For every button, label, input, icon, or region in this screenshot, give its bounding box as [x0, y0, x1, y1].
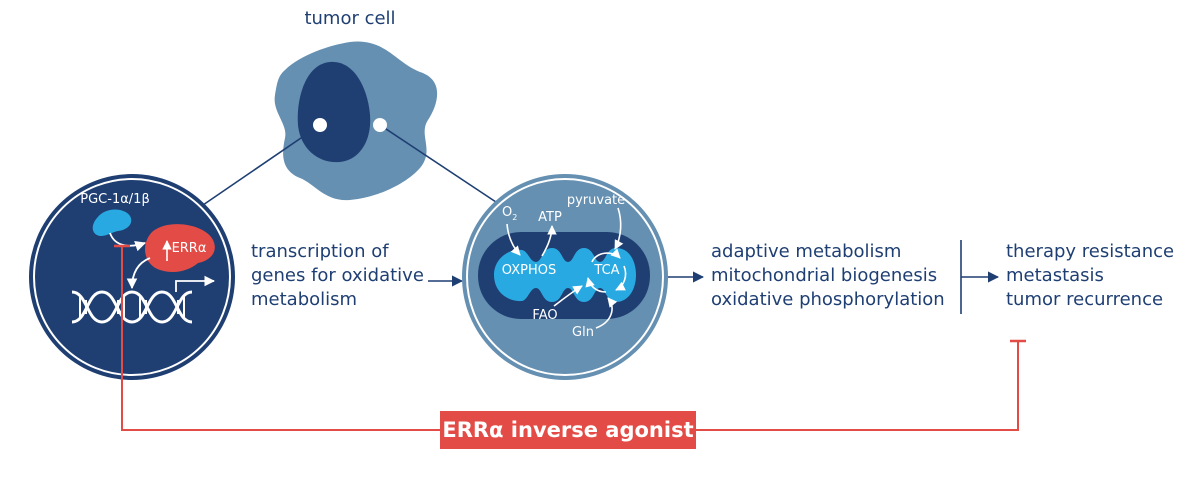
- erra-label: ERRα: [172, 241, 207, 256]
- nucleus-pointer-dot: [313, 118, 327, 132]
- substrate-arrows: [506, 207, 624, 329]
- tumor-cell-nucleus: [297, 61, 371, 163]
- mitochondrion-cristae: [494, 248, 636, 302]
- clinical-outcomes: therapy resistance metastasis tumor recu…: [1006, 241, 1174, 310]
- effect-line-3: oxidative phosphorylation: [711, 289, 945, 310]
- tca-label: TCA: [593, 263, 619, 278]
- transcription-start-arrow: [175, 275, 216, 292]
- inhibition-line-left: [121, 246, 440, 431]
- metabolic-effects: adaptive metabolism mitochondrial biogen…: [711, 241, 945, 310]
- erra-inverse-agonist-box: ERRα inverse agonist: [440, 411, 696, 449]
- inhibition-lines: [114, 244, 1026, 431]
- outcome-line-1: therapy resistance: [1006, 241, 1174, 262]
- inverse-agonist-label: ERRα inverse agonist: [442, 418, 693, 442]
- fao-arrow: [553, 285, 583, 307]
- mito-pointer-dot: [373, 118, 387, 132]
- connector-mitochondrion: [379, 124, 509, 211]
- outcome-line-3: tumor recurrence: [1006, 289, 1163, 310]
- atp-label: ATP: [538, 210, 562, 225]
- effect-line-1: adaptive metabolism: [711, 241, 901, 262]
- dna-helix-icon: [71, 290, 193, 324]
- tca-cycle-arrows: [585, 248, 627, 293]
- transcription-line-3: metabolism: [251, 289, 357, 310]
- pgc-protein: [92, 209, 132, 236]
- transcription-line-2: genes for oxidative: [251, 265, 424, 286]
- gln-label: Gln: [572, 325, 594, 340]
- tumor-cell: tumor cell: [274, 8, 438, 201]
- inhibition-line-right: [696, 341, 1019, 431]
- outcome-line-2: metastasis: [1006, 265, 1104, 286]
- connector-nucleus: [202, 124, 321, 206]
- oxphos-label: OXPHOS: [502, 263, 556, 278]
- pyruvate-arrow: [614, 207, 624, 250]
- fao-label: FAO: [532, 308, 557, 323]
- o2-arrow: [506, 223, 521, 256]
- pgc-label: PGC-1α/1β: [80, 192, 149, 207]
- nucleus-panel: PGC-1α/1β ERRα: [29, 174, 235, 380]
- tumor-cell-label: tumor cell: [304, 8, 395, 29]
- erra-to-dna-arrow: [126, 257, 151, 290]
- transcription-line-1: transcription of: [251, 241, 389, 262]
- pyruvate-label: pyruvate: [567, 193, 625, 208]
- effect-line-2: mitochondrial biogenesis: [711, 265, 937, 286]
- gln-arrow: [595, 297, 618, 329]
- mitochondrion-panel: OXPHOS TCA O2 ATP pyruvate FAO Gln: [462, 174, 668, 380]
- erra-protein: [145, 224, 215, 273]
- atp-arrow: [541, 225, 557, 257]
- transcription-text: transcription of genes for oxidative met…: [251, 241, 424, 310]
- o2-label: O2: [502, 205, 517, 222]
